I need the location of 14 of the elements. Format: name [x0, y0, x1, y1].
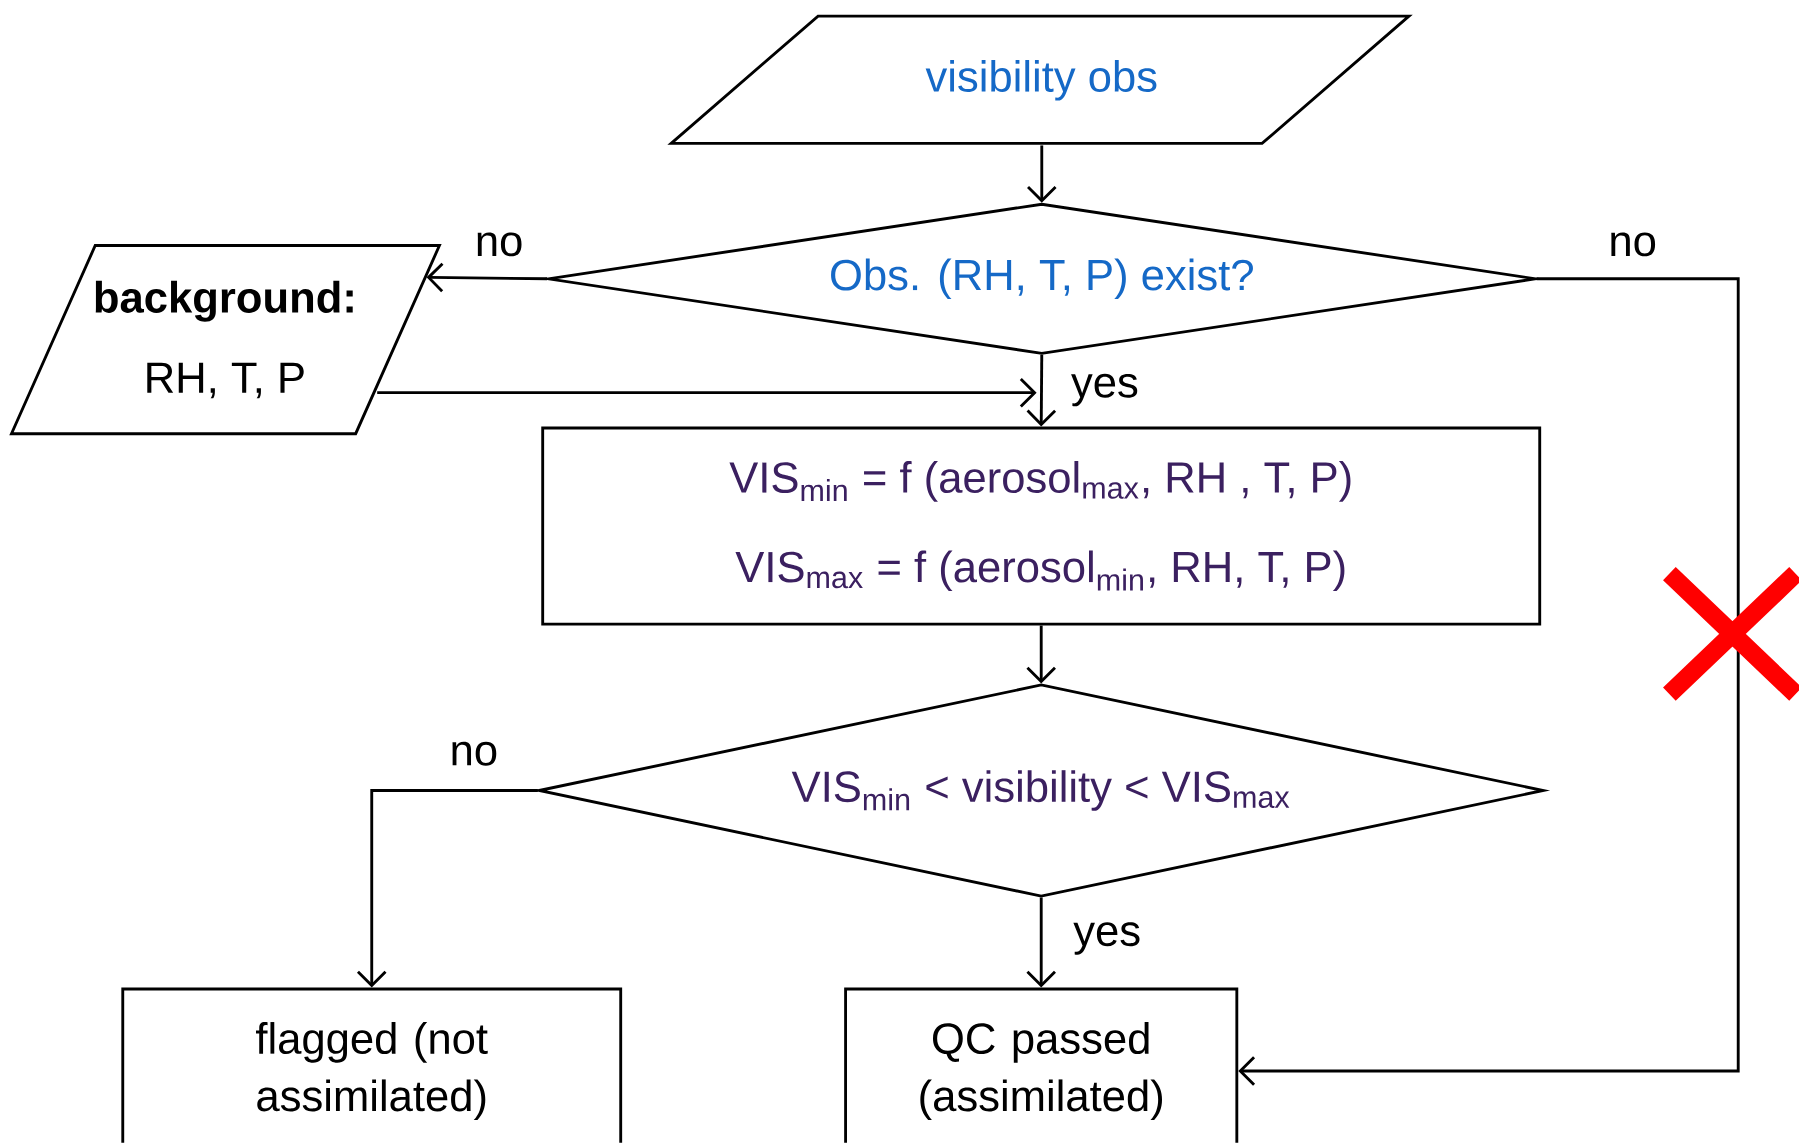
- arrow: [1238, 277, 1740, 1086]
- arrow: [377, 378, 1037, 408]
- arrow: [1026, 354, 1057, 427]
- arrow: [426, 262, 547, 293]
- process-box: VIS$_{min}$ = f (aerosol$_{max}$, RH , T, P) VIS$_{max}$ = f (aerosol$_{min}$, RH, T, P): [541, 426, 1542, 626]
- result-box: QC passed (assimilated): [844, 987, 1239, 1143]
- edge-label: no: [472, 230, 526, 259]
- edge-label: no: [447, 739, 501, 769]
- arrow: [356, 789, 538, 988]
- arrow: [1026, 897, 1056, 988]
- edge-label: no: [1606, 230, 1660, 259]
- result-box: flagged (not assimilated): [121, 987, 623, 1143]
- edge-label: yes: [1070, 920, 1144, 958]
- edge-label: yes: [1068, 371, 1142, 409]
